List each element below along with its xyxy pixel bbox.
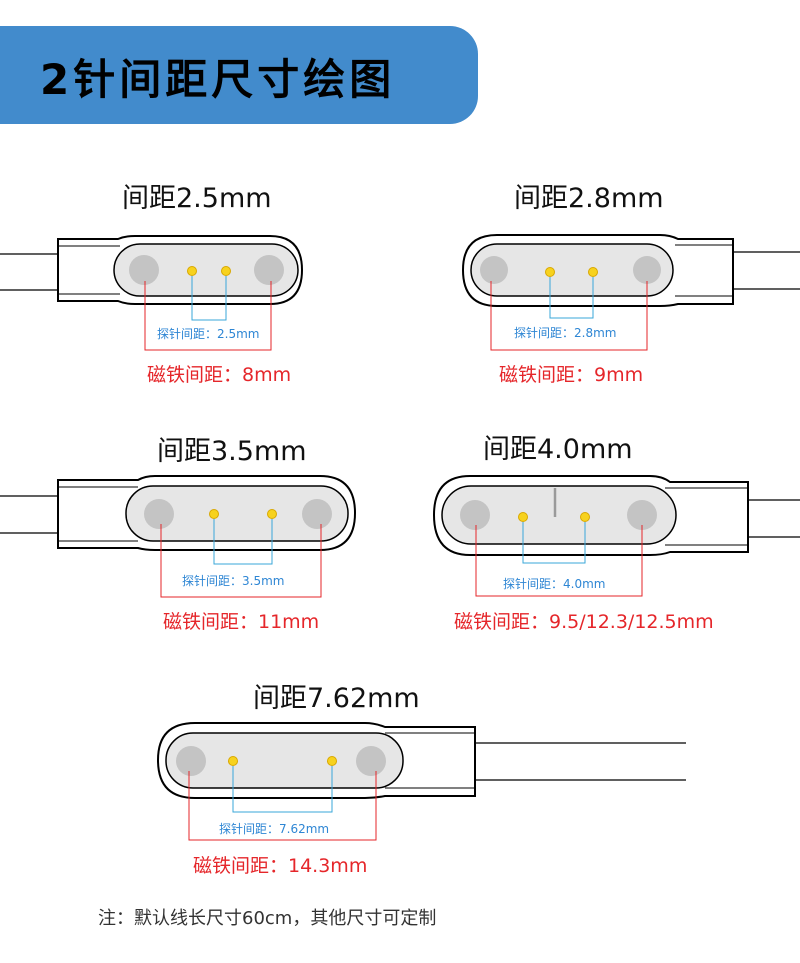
connector-4-0mm bbox=[432, 475, 800, 597]
probe-spacing-label: 探针间距：4.0mm bbox=[503, 577, 606, 591]
probe-spacing-label: 探针间距：2.8mm bbox=[514, 326, 617, 340]
page-title: 2针间距尺寸绘图 bbox=[40, 55, 396, 104]
magnet-spacing-label: 磁铁间距：11mm bbox=[163, 611, 320, 633]
header-banner bbox=[0, 26, 478, 124]
diagram-title-2-8mm: 间距2.8mm bbox=[514, 183, 664, 214]
diagram-title-4-0mm: 间距4.0mm bbox=[483, 434, 633, 465]
magnet-spacing-label: 磁铁间距：9.5/12.3/12.5mm bbox=[454, 611, 714, 633]
diagram-title-2-5mm: 间距2.5mm bbox=[122, 183, 272, 214]
connector-2-5mm bbox=[0, 235, 304, 351]
diagram-title-3-5mm: 间距3.5mm bbox=[157, 436, 307, 467]
magnet-spacing-label: 磁铁间距：8mm bbox=[147, 364, 292, 386]
connector-7-62mm bbox=[156, 722, 686, 841]
connector-3-5mm bbox=[0, 475, 357, 598]
footer-note: 注：默认线长尺寸60cm，其他尺寸可定制 bbox=[98, 908, 437, 929]
probe-spacing-label: 探针间距：3.5mm bbox=[182, 574, 285, 588]
magnet-spacing-label: 磁铁间距：9mm bbox=[499, 364, 644, 386]
probe-spacing-label: 探针间距：7.62mm bbox=[219, 822, 330, 836]
diagram-title-7-62mm: 间距7.62mm bbox=[253, 683, 420, 714]
magnet-spacing-label: 磁铁间距：14.3mm bbox=[193, 855, 368, 877]
connector-2-8mm bbox=[461, 234, 800, 351]
probe-spacing-label: 探针间距：2.5mm bbox=[157, 327, 260, 341]
